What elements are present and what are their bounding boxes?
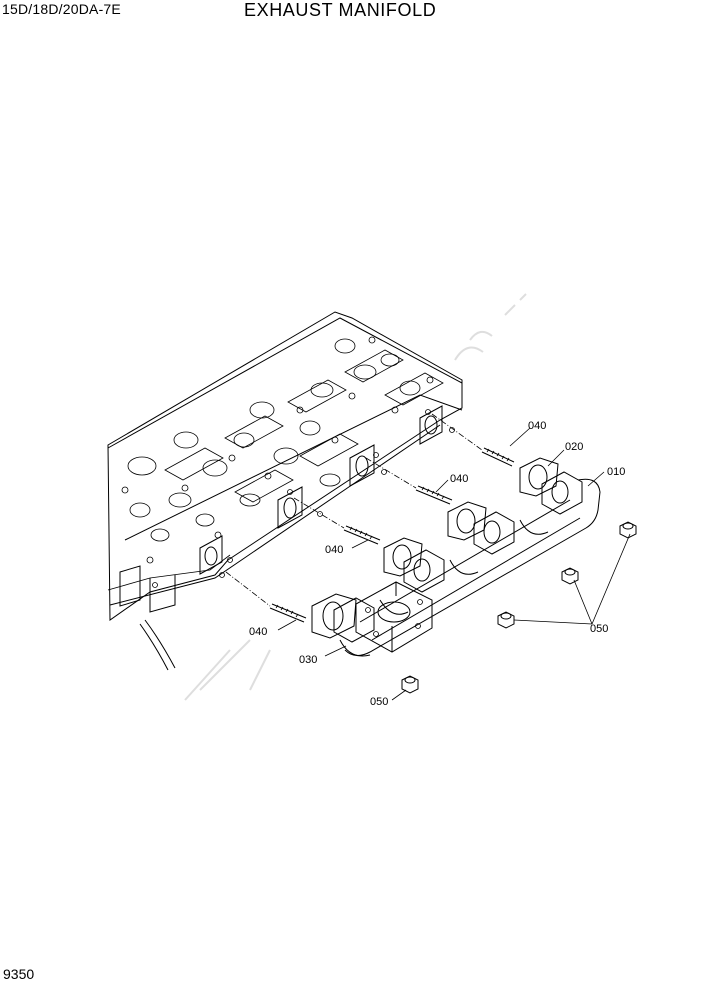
exhaust-manifold-010 [333,471,601,657]
callout-010: 010 [607,466,625,478]
cylinder-head [107,311,463,671]
callout-040-bottom: 040 [249,626,267,638]
leader-lines [277,427,631,701]
page-number: 9350 [3,966,35,982]
gaskets-020 [311,457,559,639]
nuts-050 [401,521,637,694]
callout-labels: 040 020 010 040 040 040 030 050 050 [249,420,625,708]
callout-040-top: 040 [528,420,546,432]
callout-030: 030 [299,654,317,666]
alignment-lines [225,413,483,607]
studs-040 [269,447,515,623]
model-code: 15D/18D/20DA-7E [2,1,121,17]
watermark [184,293,527,701]
callout-050-bottom: 050 [370,696,388,708]
callout-040-mid: 040 [450,473,468,485]
callout-020: 020 [565,441,583,453]
callout-040-left: 040 [325,544,343,556]
callout-050-right: 050 [590,623,608,635]
page-title: EXHAUST MANIFOLD [244,0,437,20]
